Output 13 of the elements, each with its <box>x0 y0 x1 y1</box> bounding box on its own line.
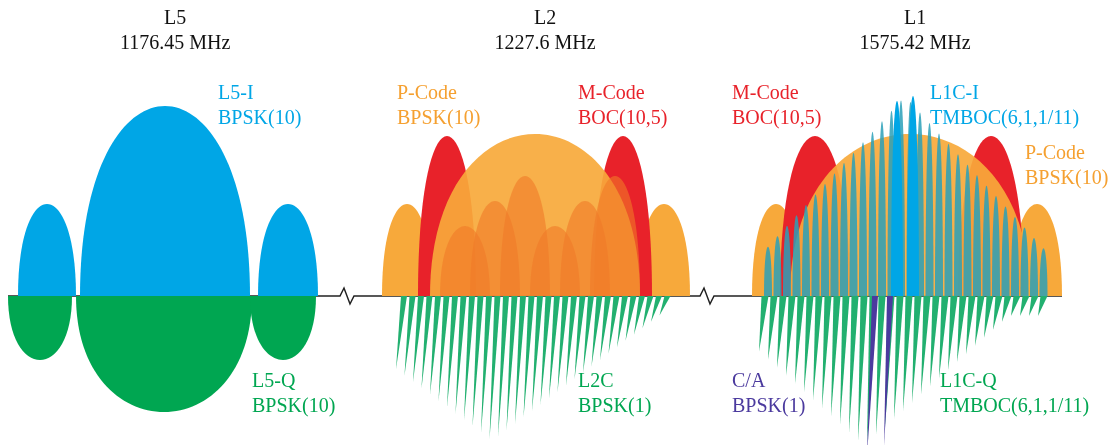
band-frequency-label: L1 1575.42 MHz <box>859 5 971 55</box>
signal-label: M-Code BOC(10,5) <box>578 80 668 130</box>
signal-label: P-Code BPSK(10) <box>397 80 481 130</box>
band-frequency-label: L2 1227.6 MHz <box>494 5 596 55</box>
band-frequency-label: L5 1176.45 MHz <box>120 5 231 55</box>
signal-label: M-Code BOC(10,5) <box>732 80 822 130</box>
signal-label: P-Code BPSK(10) <box>1025 140 1109 190</box>
signal-label: L1C-Q TMBOC(6,1,1/11) <box>940 368 1090 418</box>
signal-label: L5-I BPSK(10) <box>218 80 302 130</box>
signal-label: L1C-I TMBOC(6,1,1/11) <box>930 80 1080 130</box>
signal-label: C/A BPSK(1) <box>732 368 806 418</box>
signal-label: L2C BPSK(1) <box>578 368 652 418</box>
signal-label: L5-Q BPSK(10) <box>252 368 336 418</box>
